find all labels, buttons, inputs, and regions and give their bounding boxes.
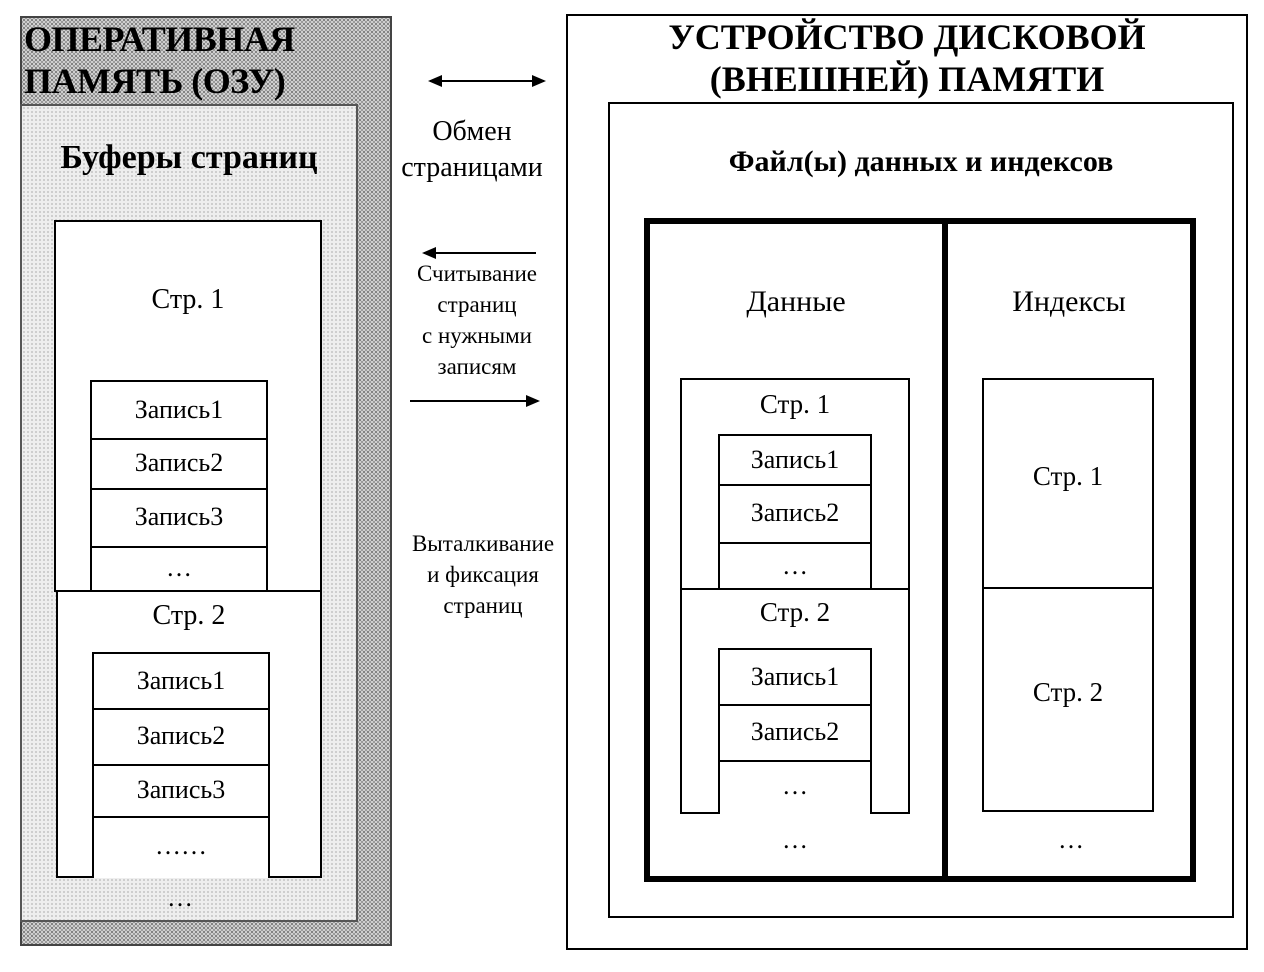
ram-page-2-label: Стр. 2 (152, 600, 226, 631)
disk-title-line1: УСТРОЙСТВО ДИСКОВОЙ (668, 17, 1146, 57)
ram-title-line1: ОПЕРАТИВНАЯ (24, 19, 295, 59)
buffers-title: Буферы страниц (60, 139, 318, 176)
ram-page-1-label: Стр. 1 (151, 284, 225, 315)
data-index-container (644, 218, 1196, 882)
exchange-label: Обмен страницами (382, 110, 562, 190)
ram-page-1-record-1: Запись1 (92, 382, 266, 440)
ram-page-2-record-1: Запись1 (94, 654, 268, 710)
index-page-1-label: Стр. 1 (1032, 460, 1104, 491)
ram-page-2-record-3: Запись3 (94, 764, 268, 818)
ram-page-2-record-more: …… (155, 831, 207, 860)
ram-page-1-record-more: … (166, 553, 192, 582)
disk-title: УСТРОЙСТВО ДИСКОВОЙ (ВНЕШНЕЙ) ПАМЯТИ (566, 16, 1248, 100)
container-divider (942, 218, 948, 882)
indexes-title: Индексы (1012, 285, 1126, 318)
ram-page-1-records: Запись1 Запись2 Запись3 … (90, 380, 268, 592)
ram-title-line2: ПАМЯТЬ (ОЗУ) (24, 61, 286, 101)
data-page-2-record-2: Запись2 (720, 704, 870, 762)
exchange-label-line2: страницами (401, 152, 543, 183)
data-page-2-records: Запись1 Запись2 … (718, 648, 872, 814)
ram-title: ОПЕРАТИВНАЯ ПАМЯТЬ (ОЗУ) (24, 18, 344, 102)
data-page-1-record-more: … (782, 551, 808, 580)
read-label-line2: страниц (437, 292, 517, 317)
ram-more: … (167, 883, 193, 912)
data-title: Данные (746, 285, 846, 318)
data-page-2-label: Стр. 2 (759, 596, 831, 627)
ram-page-1-record-2: Запись2 (92, 438, 266, 490)
index-page-divider (982, 587, 1154, 589)
data-page-1-record-1: Запись1 (720, 436, 870, 486)
exchange-label-line1: Обмен (432, 116, 512, 147)
flush-label-line3: страниц (443, 592, 523, 618)
read-label-line3: с нужными (422, 323, 532, 348)
flush-label-line1: Выталкивание (411, 530, 555, 556)
data-page-1-label: Стр. 1 (759, 388, 831, 419)
data-page-2-record-1: Запись1 (720, 650, 870, 706)
flush-label: Выталкивание и фиксация страниц (392, 526, 574, 622)
read-label: Считывание страниц с нужными записям (392, 258, 562, 382)
ram-page-2-records: Запись1 Запись2 Запись3 …… (92, 652, 270, 878)
indexes-more: … (1058, 825, 1084, 854)
disk-title-line2: (ВНЕШНЕЙ) ПАМЯТИ (709, 59, 1105, 99)
arrows (410, 75, 546, 407)
read-label-line1: Считывание (416, 261, 537, 286)
data-page-1-record-2: Запись2 (720, 484, 870, 544)
flush-label-line2: и фиксация (427, 561, 539, 587)
index-pages (982, 378, 1154, 812)
index-page-2-label: Стр. 2 (1032, 676, 1104, 707)
read-label-line4: записям (437, 354, 517, 379)
ram-page-2-record-2: Запись2 (94, 708, 268, 766)
ram-page-1-record-3: Запись3 (92, 488, 266, 548)
files-title: Файл(ы) данных и индексов (728, 145, 1114, 178)
data-page-2-record-more: … (782, 771, 808, 800)
data-more: … (782, 825, 808, 854)
data-page-1-records: Запись1 Запись2 … (718, 434, 872, 590)
